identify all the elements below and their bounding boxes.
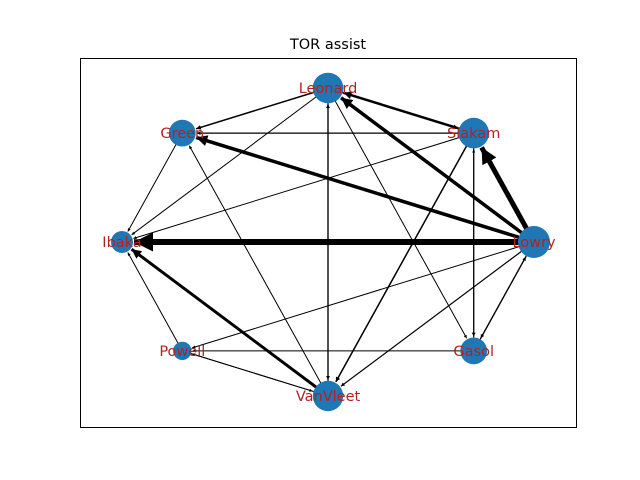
edge-leonard-to-gasol [327,87,468,339]
node-vanvleet [312,380,344,412]
node-label-vanvleet: VanVleet [296,389,361,405]
node-lowry [518,226,550,258]
edge-vanvleet-to-green [188,145,329,397]
edge-green-to-ibaka [127,132,183,232]
edge-leonard-to-ibaka [131,87,329,236]
edge-lowry-to-siakam [479,146,537,244]
figure-title: TOR assist [289,37,367,53]
edge-siakam-to-ibaka [133,132,474,240]
node-leonard [312,72,344,104]
edge-lowry-to-green [195,135,535,244]
nodes-layer [111,72,550,412]
edge-leonard-to-siakam [327,87,459,130]
node-label-leonard: Leonard [299,81,358,97]
edges-layer [127,87,537,398]
edge-powell-to-vanvleet [182,350,313,392]
edge-leonard-to-green [195,87,329,130]
node-label-gasol: Gasol [453,344,494,360]
edge-siakam-to-vanvleet [335,132,475,383]
node-label-siakam: Siakam [447,126,500,142]
node-ibaka [111,231,133,253]
node-siakam [458,117,490,149]
node-label-powell: Powell [159,344,205,360]
edge-powell-to-ibaka [127,252,183,352]
node-gasol [460,337,488,365]
node-label-green: Green [160,126,204,142]
plot-frame [80,58,577,428]
edge-lowry-to-vanvleet [340,241,535,387]
node-green [168,119,196,147]
edge-vanvleet-to-ibaka [130,247,329,398]
node-label-ibaka: Ibaka [102,235,141,251]
edge-gasol-to-lowry [473,256,527,352]
node-powell [173,341,192,361]
edge-lowry-to-powell [191,241,535,349]
node-label-lowry: Lowry [512,235,556,251]
edge-lowry-to-leonard [340,96,536,244]
